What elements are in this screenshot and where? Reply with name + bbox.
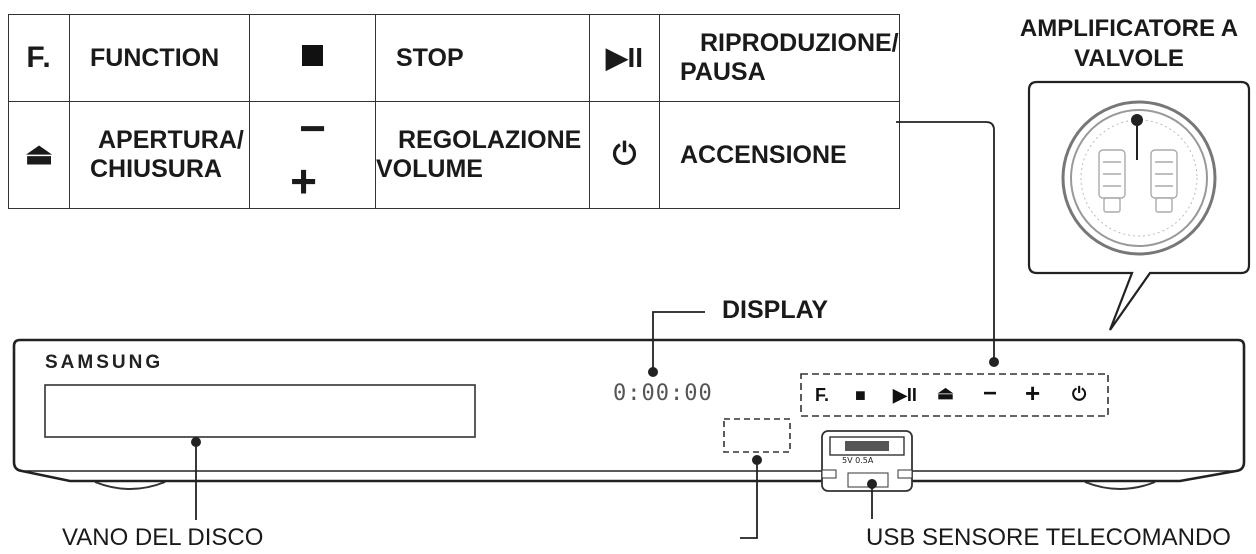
power-label: ACCENSIONE — [659, 101, 900, 209]
disc-tray — [44, 384, 476, 438]
volume-label: REGOLAZIONE VOLUME — [375, 101, 590, 209]
panel-play-pause-button[interactable]: ▶II — [893, 385, 917, 405]
eject-label: APERTURA/ CHIUSURA — [69, 101, 250, 209]
sensor-callout-line — [740, 460, 758, 539]
eject-label-line2: CHIUSURA — [90, 154, 222, 183]
amplifier-label: AMPLIFICATORE A VALVOLE — [1005, 14, 1253, 74]
function-icon: F. — [8, 14, 70, 102]
play-pause-icon: ▶II — [589, 14, 660, 102]
volume-icon: − + — [249, 101, 376, 209]
play-pause-label-line2: PAUSA — [680, 58, 766, 86]
function-label: FUNCTION — [69, 14, 250, 102]
play-pause-label-line1: RIPRODUZIONE/ — [700, 29, 899, 58]
disc-tray-label: VANO DEL DISCO — [62, 524, 264, 551]
vacuum-tube-left — [1098, 149, 1126, 213]
display-callout-line — [652, 311, 705, 372]
device-body — [12, 338, 1246, 483]
panel-eject-button[interactable]: ⏏ — [937, 383, 955, 403]
device-foot-right — [1084, 481, 1156, 490]
legend-row: ⏏ APERTURA/ CHIUSURA − + REGOLAZIONE VOL… — [8, 101, 900, 209]
front-display: 0:00:00 — [613, 381, 713, 406]
device-foot-left — [94, 481, 166, 490]
eject-icon: ⏏ — [8, 101, 70, 209]
vacuum-tube-right — [1150, 149, 1178, 213]
button-legend-table: F. FUNCTION STOP ▶II RIPRODUZIONE/ PAUSA… — [8, 14, 900, 209]
play-pause-label: RIPRODUZIONE/ PAUSA — [659, 14, 900, 102]
volume-label-line1: REGOLAZIONE — [398, 126, 582, 155]
usb-remote-sensor-label: USB SENSORE TELECOMANDO — [866, 524, 1231, 551]
brand-logo: SAMSUNG — [45, 352, 164, 373]
panel-volume-down-button[interactable]: − — [983, 380, 998, 407]
amplifier-label-line2: VALVOLE — [1074, 45, 1184, 72]
legend-row: F. FUNCTION STOP ▶II RIPRODUZIONE/ PAUSA — [8, 14, 900, 102]
stop-label: STOP — [375, 14, 590, 102]
panel-stop-button[interactable]: ■ — [855, 385, 866, 405]
control-panel-box — [800, 373, 1109, 417]
panel-volume-up-button[interactable]: + — [1025, 378, 1041, 408]
stop-icon — [249, 14, 376, 102]
control-panel-callout-line — [896, 121, 995, 362]
usb-port-slot — [845, 441, 889, 451]
panel-function-button[interactable]: F. — [815, 385, 830, 405]
power-icon: ⏻ — [589, 101, 660, 209]
amplifier-window-inner — [1070, 109, 1208, 247]
amplifier-label-line1: AMPLIFICATORE A — [1019, 15, 1239, 42]
volume-label-line2: VOLUME — [376, 154, 483, 183]
eject-label-line1: APERTURA/ — [98, 126, 244, 155]
display-label: DISPLAY — [722, 296, 829, 324]
remote-sensor-window — [723, 418, 791, 453]
usb-port-rating: 5V 0.5A — [842, 456, 874, 465]
panel-power-button[interactable]: ⏻ — [1072, 384, 1087, 404]
